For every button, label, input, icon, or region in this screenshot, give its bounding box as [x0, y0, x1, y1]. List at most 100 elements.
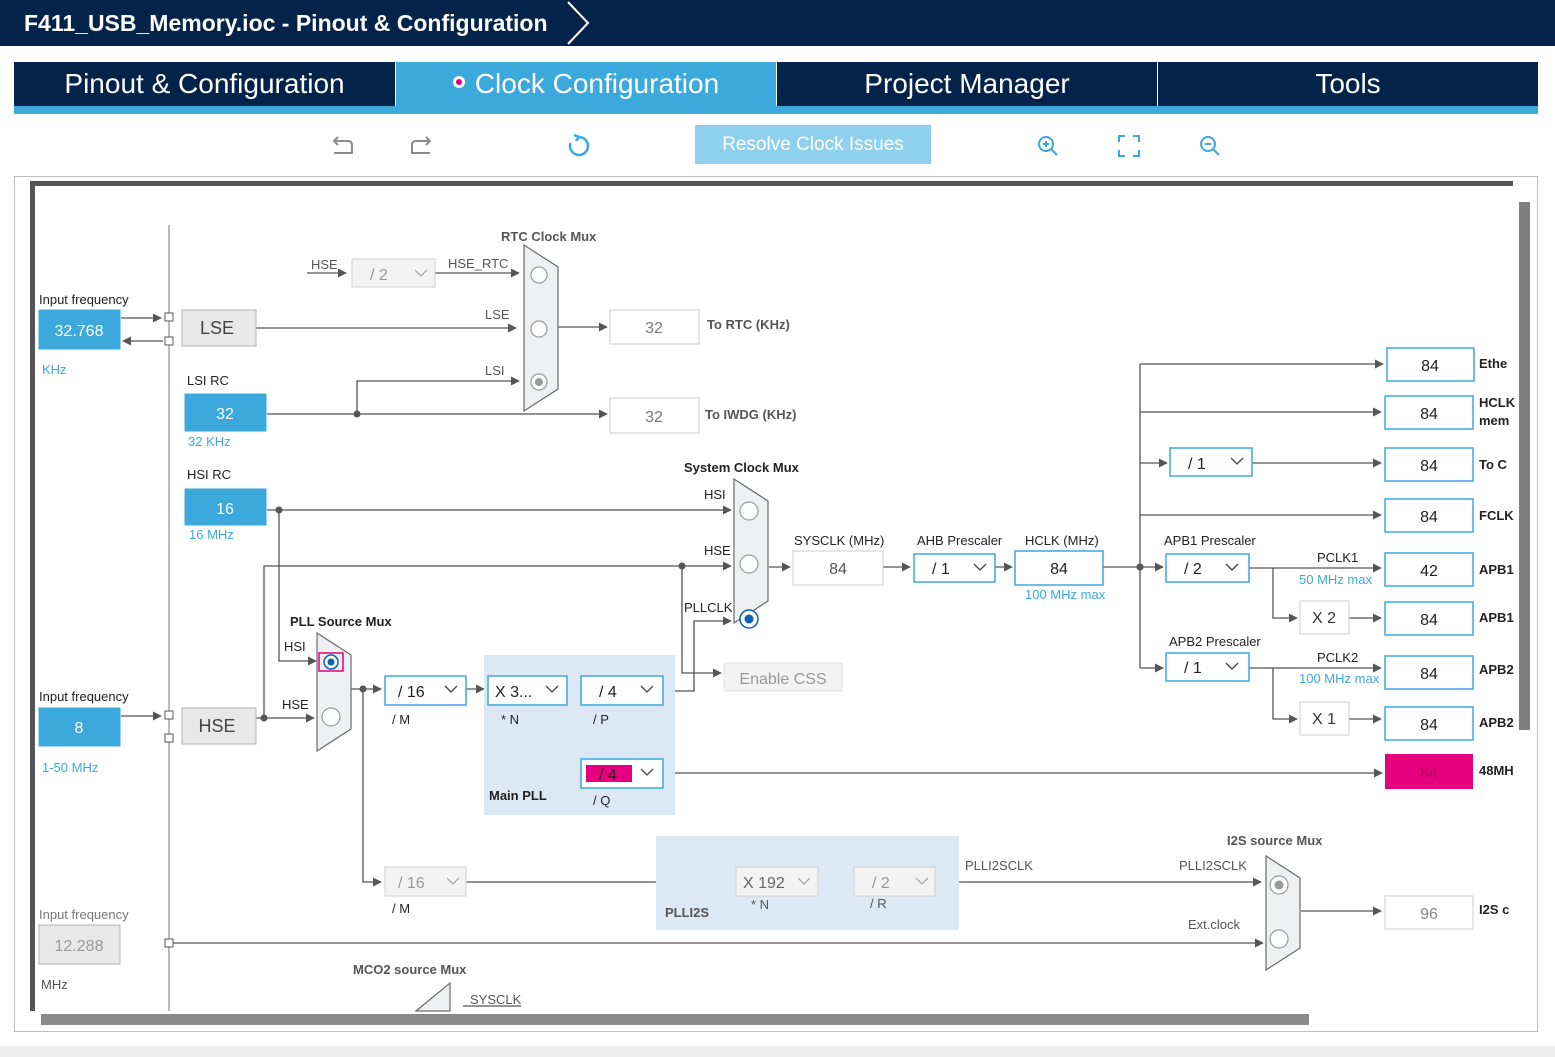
chevron-down-icon	[1225, 563, 1239, 571]
pllclk-signal-label: PLLCLK	[684, 600, 733, 615]
mco2-mux-title: MCO2 source Mux	[353, 962, 467, 977]
input-frequency-label: Input frequency	[39, 907, 129, 922]
hclk-max: 100 MHz max	[1025, 587, 1106, 602]
output-value: 84	[1420, 666, 1438, 683]
rtc-output-value: 32	[645, 320, 663, 337]
radio-hse[interactable]	[739, 554, 759, 574]
rtc-div-value: / 2	[370, 267, 388, 284]
error-dot-icon	[452, 76, 465, 88]
output-label: APB1	[1479, 562, 1514, 577]
lse-block	[181, 309, 257, 347]
apb1-prescaler-label: APB1 Prescaler	[1164, 533, 1256, 548]
hsi-rc-title: HSI RC	[187, 467, 231, 482]
plli2s-r-label: / R	[870, 896, 887, 911]
chevron-down-icon	[973, 563, 987, 571]
fclk-output	[1384, 498, 1474, 533]
ahb-prescaler-value: / 1	[932, 561, 950, 578]
clock-tree-canvas: 32.768 LSE 32 16 8 HSE 12.288 / 2 / 16 X…	[14, 176, 1538, 1032]
i2s-output-value: 96	[1420, 906, 1438, 923]
apb2-prescaler-value: / 1	[1184, 660, 1202, 677]
ext-unit: MHz	[41, 977, 68, 992]
chevron-down-icon	[640, 768, 654, 776]
output-label: I2S c	[1479, 902, 1509, 917]
window-title: F411_USB_Memory.ioc - Pinout & Configura…	[24, 10, 548, 36]
tab-tools[interactable]: Tools	[1158, 62, 1538, 106]
output-value: 42	[1420, 563, 1438, 580]
cortex-timer-output	[1384, 447, 1474, 482]
apb1-timer-output	[1384, 601, 1474, 636]
rtc-output-box	[609, 309, 700, 345]
ext-frequency-input[interactable]	[38, 924, 121, 965]
pll-hsi-selection-error	[318, 652, 344, 672]
output-value: 84	[1420, 509, 1438, 526]
plli2s-n-select[interactable]	[735, 866, 819, 897]
radio-lsi-dot	[535, 378, 543, 386]
pll-p-select[interactable]	[580, 675, 664, 706]
apb2-peripheral-output	[1384, 655, 1474, 690]
radio-hsi[interactable]	[739, 501, 759, 521]
radio-pllclk-dot	[744, 614, 754, 624]
zoom-in-icon[interactable]	[1034, 132, 1062, 160]
apb1-prescaler-value: / 2	[1184, 561, 1202, 578]
chevron-down-icon	[1225, 662, 1239, 670]
undo-icon[interactable]	[328, 132, 356, 160]
breadcrumb-chevron-icon	[567, 1, 590, 45]
plli2s-r-select[interactable]	[853, 866, 936, 897]
sysclk-value: 84	[829, 561, 847, 578]
hclk-label: HCLK (MHz)	[1025, 533, 1099, 548]
radio-ext-clock[interactable]	[1269, 929, 1289, 949]
rtc-div-select[interactable]	[351, 258, 436, 288]
output-label: 48MH	[1479, 763, 1514, 778]
enable-css-button[interactable]	[723, 662, 843, 692]
tab-clock-configuration[interactable]: Clock Configuration	[396, 62, 776, 106]
hse-frequency-input[interactable]	[38, 707, 121, 747]
chevron-down-icon	[446, 877, 460, 885]
apb2-prescaler-select[interactable]	[1165, 652, 1250, 682]
apb1-timer-multiplier	[1299, 600, 1350, 635]
fit-screen-icon[interactable]	[1115, 132, 1143, 160]
hse-frequency-value: 8	[75, 720, 84, 737]
redo-icon[interactable]	[408, 132, 436, 160]
radio-hse-rtc[interactable]	[530, 266, 548, 284]
lse-unit: KHz	[42, 362, 67, 377]
chevron-down-icon	[915, 877, 929, 885]
pll-m-label: / M	[392, 712, 410, 727]
tab-label: Tools	[1315, 68, 1381, 99]
radio-pll-hse[interactable]	[321, 707, 341, 727]
vertical-scrollbar[interactable]	[1519, 202, 1530, 730]
plli2s-n-value: X 192	[743, 875, 785, 892]
refresh-icon[interactable]	[565, 132, 593, 160]
hse-signal-label: HSE	[311, 257, 338, 272]
sysclk-label: SYSCLK (MHz)	[794, 533, 884, 548]
plli2s-m-select[interactable]	[384, 866, 467, 897]
input-frequency-label: Input frequency	[39, 689, 129, 704]
tab-project-manager[interactable]: Project Manager	[777, 62, 1157, 106]
ext-frequency-value: 12.288	[55, 938, 104, 955]
output-value: 84	[1420, 406, 1438, 423]
cortex-timer-value: / 1	[1188, 456, 1206, 473]
pll-q-error-highlight	[586, 765, 632, 782]
chevron-down-icon	[545, 685, 559, 693]
tab-pinout-configuration[interactable]: Pinout & Configuration	[14, 62, 395, 106]
lsi-value: 32	[216, 406, 234, 423]
iwdg-output-value: 32	[645, 409, 663, 426]
zoom-out-icon[interactable]	[1196, 132, 1224, 160]
apb1-prescaler-select[interactable]	[1165, 553, 1250, 583]
hclk-input[interactable]	[1014, 550, 1104, 586]
output-label: Ethe	[1479, 356, 1507, 371]
plli2s-n-label: * N	[751, 897, 769, 912]
radio-lse[interactable]	[530, 320, 548, 338]
main-pll-title: Main PLL	[489, 788, 547, 803]
lse-frequency-input[interactable]	[38, 309, 121, 350]
pclk1-label: PCLK1	[1317, 550, 1358, 565]
lsi-signal-label: LSI	[485, 363, 505, 378]
lsi-rc-title: LSI RC	[187, 373, 229, 388]
horizontal-scrollbar[interactable]	[41, 1014, 1309, 1025]
sysclk-box	[792, 550, 884, 586]
pll-m-value: / 16	[398, 684, 425, 701]
iwdg-output-label: To IWDG (KHz)	[705, 407, 796, 422]
resolve-clock-issues-button[interactable]: Resolve Clock Issues	[695, 125, 931, 164]
title-bar	[0, 0, 1555, 46]
output-label: APB2	[1479, 715, 1514, 730]
output-value: 84	[1421, 358, 1439, 375]
